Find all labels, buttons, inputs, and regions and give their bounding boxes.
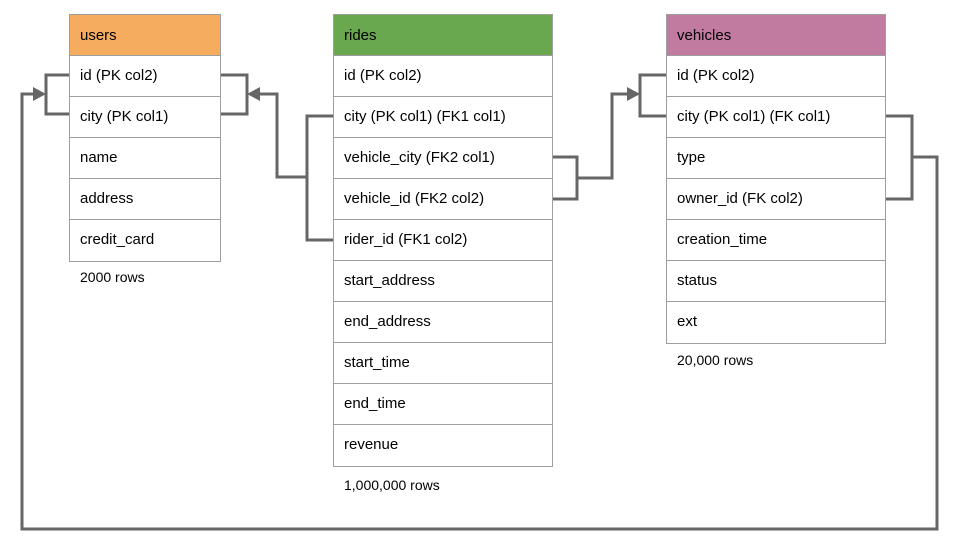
users-table-header: users [70, 15, 220, 56]
users-column-row: id (PK col2) [70, 56, 220, 97]
rides-column-row: start_time [334, 343, 552, 384]
relationship-rides-to-vehicles [553, 73, 666, 201]
vehicles-right-bracket [886, 114, 914, 201]
rides-to-users-arrowhead-icon [247, 87, 260, 101]
rides-column-row: rider_id (FK1 col2) [334, 220, 552, 261]
rides-row-count: 1,000,000 rows [344, 477, 440, 493]
vehicles-column-row: type [667, 138, 885, 179]
vehicles-column-row: ext [677, 313, 698, 330]
users-column-row: address [70, 179, 220, 220]
rides-right-bracket [553, 155, 579, 201]
vehicles-column-row: owner_id (FK col2) [667, 179, 885, 220]
rides-column-row: end_address [334, 302, 552, 343]
rides-left-bracket [305, 114, 333, 242]
rides-column-row: id (PK col2) [334, 56, 552, 97]
rides-column-row: revenue [344, 436, 399, 453]
users-column-row: name [70, 138, 220, 179]
vehicles-left-bracket [638, 73, 666, 118]
vehicles-to-users-arrowhead-icon [33, 87, 46, 101]
users-left-bracket [44, 73, 69, 116]
vehicles-row-count: 20,000 rows [677, 352, 754, 368]
users-column-row: credit_card [80, 231, 155, 248]
vehicles-column-row: city (PK col1) (FK col1) [667, 97, 885, 138]
rides-to-vehicles-connector [577, 92, 627, 180]
vehicles-column-row: creation_time [667, 220, 885, 261]
rides-table-header: rides [334, 15, 552, 56]
relationship-rides-to-users [221, 73, 333, 242]
rides-column-row: vehicle_id (FK2 col2) [334, 179, 552, 220]
vehicles-column-row: id (PK col2) [667, 56, 885, 97]
users-row-count: 2000 rows [80, 269, 145, 285]
rides-column-row: city (PK col1) (FK1 col1) [334, 97, 552, 138]
rides-to-users-connector [260, 92, 307, 179]
users-column-row: city (PK col1) [70, 97, 220, 138]
vehicles-column-row: status [667, 261, 885, 302]
users-right-bracket [221, 73, 249, 116]
rides-column-row: vehicle_city (FK2 col1) [334, 138, 552, 179]
rides-column-row: end_time [334, 384, 552, 425]
rides-column-row: start_address [334, 261, 552, 302]
rides-to-vehicles-arrowhead-icon [627, 87, 640, 101]
vehicles-table-header: vehicles [667, 15, 885, 56]
